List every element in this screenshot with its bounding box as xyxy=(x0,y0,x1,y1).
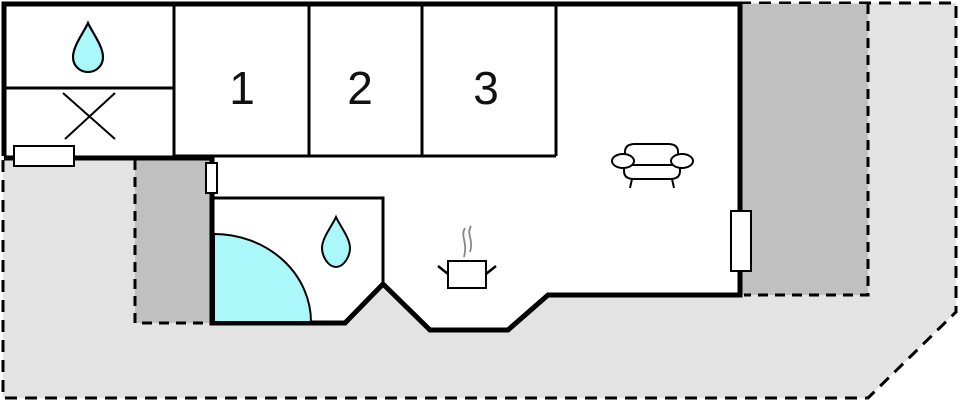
sofa-icon xyxy=(611,143,694,189)
toilet-cross-icon xyxy=(62,92,116,140)
wall xyxy=(212,196,385,284)
window xyxy=(13,145,75,167)
room-label-2: 2 xyxy=(347,62,373,114)
covered-terrace-left xyxy=(135,158,212,323)
covered-terrace-right-border xyxy=(744,4,870,297)
room-label-1: 1 xyxy=(229,62,255,114)
covered-terrace-left-border xyxy=(133,160,210,325)
shower-quarter-circle-icon xyxy=(213,232,313,323)
cooking-pot-icon xyxy=(437,225,497,289)
window xyxy=(205,162,218,194)
room-label-3: 3 xyxy=(473,62,499,114)
water-drop-icon xyxy=(320,214,352,269)
window xyxy=(730,210,752,272)
exterior-wall xyxy=(1,1,743,333)
outdoor-area xyxy=(3,3,956,398)
water-drop-icon xyxy=(71,20,105,74)
covered-terrace-right xyxy=(742,4,868,295)
